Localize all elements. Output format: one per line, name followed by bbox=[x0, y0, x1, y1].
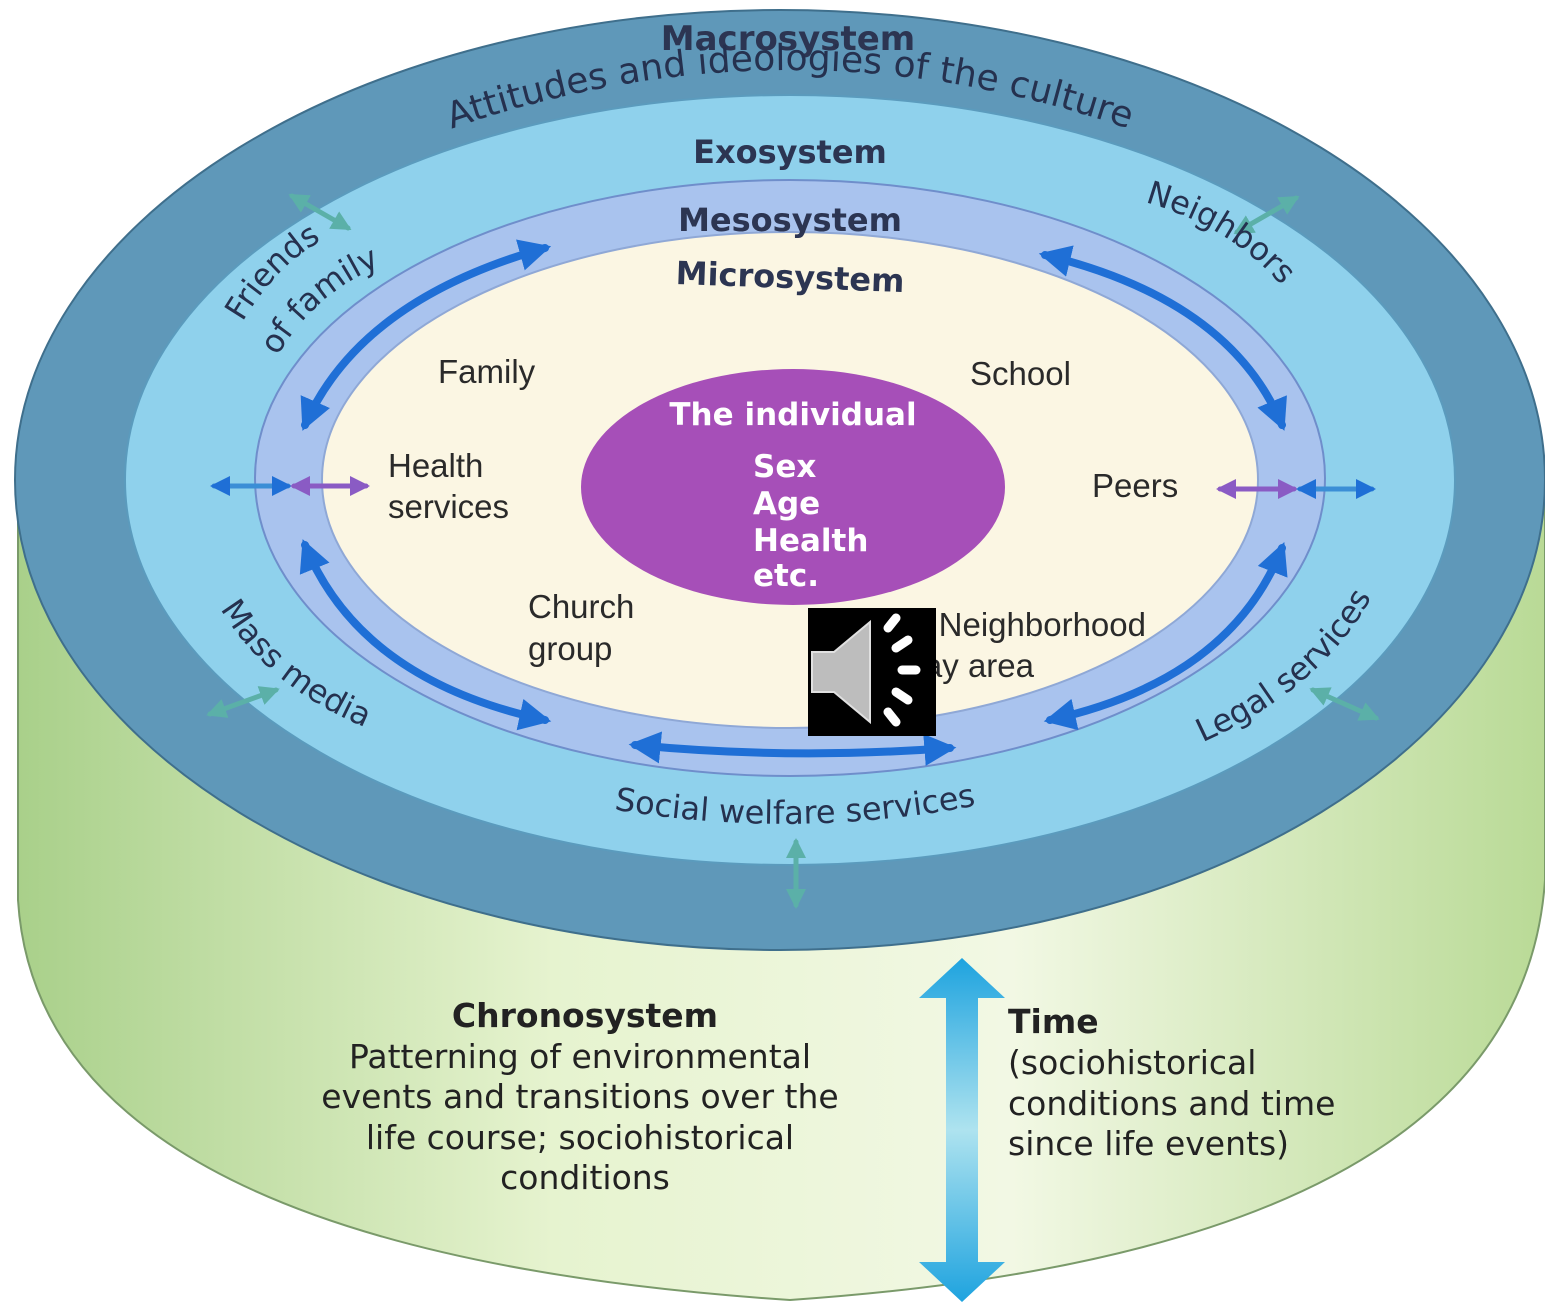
individual-circle bbox=[581, 369, 1005, 605]
mesosystem-arrows bbox=[299, 239, 1288, 766]
micro-church-line2: group bbox=[528, 630, 612, 667]
chronosystem-title: Chronosystem bbox=[452, 996, 718, 1035]
meso-arrow-top-right bbox=[1038, 245, 1287, 431]
meso-arrow-bottom bbox=[628, 731, 957, 766]
micro-health-line2: services bbox=[388, 488, 509, 525]
time-line-2: conditions and time bbox=[1008, 1084, 1335, 1123]
exo-arrow-neighbors bbox=[1233, 195, 1300, 235]
micro-neighborhood-line1: Neighborhood bbox=[939, 606, 1146, 643]
individual-attr-etc: etc. bbox=[753, 558, 819, 594]
micro-school: School bbox=[970, 355, 1071, 392]
individual-title: The individual bbox=[669, 397, 916, 433]
exosystem-title: Exosystem bbox=[693, 133, 887, 171]
chronosystem-line-3: life course; sociohistorical bbox=[366, 1118, 794, 1157]
individual-attr-health: Health bbox=[753, 523, 868, 559]
mesosystem-title: Mesosystem bbox=[678, 201, 902, 239]
individual-attr-sex: Sex bbox=[753, 449, 816, 485]
micro-health-line1: Health bbox=[388, 447, 483, 484]
microsystem-title: Microsystem bbox=[675, 254, 905, 300]
micro-church-line1: Church bbox=[528, 588, 634, 625]
meso-arrow-top-left bbox=[300, 239, 552, 431]
micro-peers: Peers bbox=[1092, 467, 1178, 504]
time-arrow bbox=[919, 958, 1005, 1302]
time-line-3: since life events) bbox=[1008, 1124, 1289, 1163]
individual-attr-age: Age bbox=[753, 486, 820, 522]
time-title: Time bbox=[1008, 1002, 1099, 1041]
macrosystem-title: Macrosystem bbox=[661, 19, 915, 59]
meso-arrow-bottom-right bbox=[1043, 542, 1288, 731]
chronosystem-line-1: Patterning of environmental bbox=[349, 1037, 811, 1076]
exo-arrow-legal bbox=[1309, 687, 1380, 721]
exosystem-arrows bbox=[206, 193, 1380, 909]
audio-play-button[interactable] bbox=[808, 608, 936, 736]
chronosystem-line-4: conditions bbox=[500, 1158, 670, 1197]
exo-arrow-mass-media bbox=[206, 686, 280, 718]
chronosystem-line-2: events and transitions over the bbox=[321, 1077, 838, 1116]
meso-arrow-bottom-left bbox=[299, 539, 552, 731]
exo-arrow-friends bbox=[288, 193, 352, 231]
speaker-icon bbox=[811, 613, 921, 727]
time-line-1: (sociohistorical bbox=[1008, 1043, 1256, 1082]
micro-family: Family bbox=[438, 353, 536, 390]
